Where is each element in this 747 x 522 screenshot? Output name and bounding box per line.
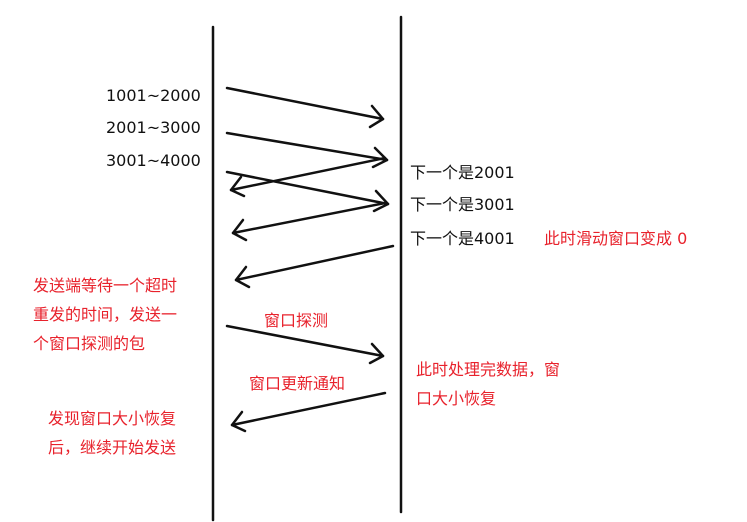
resume-note: 发现窗口大小恢复 后，继续开始发送	[48, 404, 176, 462]
ack-arrow-3	[234, 244, 395, 289]
ack-arrow-1	[229, 156, 387, 198]
ack-label-3: 下一个是4001	[410, 229, 515, 248]
segment-label-3: 3001~4000	[106, 151, 201, 170]
probe-label: 窗口探测	[264, 311, 329, 330]
segment-label-2: 2001~3000	[106, 118, 201, 137]
segment-label-1: 1001~2000	[106, 86, 201, 105]
ack-label-2: 下一个是3001	[410, 195, 515, 214]
sender-wait-note: 发送端等待一个超时 重发的时间，发送一 个窗口探测的包	[33, 271, 177, 358]
probe-arrow	[225, 324, 385, 365]
receiver-done-note: 此时处理完数据，窗 口大小恢复	[416, 355, 560, 413]
resume-note-line-2: 后，继续开始发送	[48, 438, 177, 457]
ack-arrow-2	[231, 201, 387, 242]
window-zero-note: 此时滑动窗口变成 0	[544, 229, 688, 248]
sender-wait-note-line-1: 发送端等待一个超时	[33, 276, 178, 295]
window-update-label: 窗口更新通知	[249, 374, 346, 393]
segment-arrow-3	[225, 170, 390, 213]
sender-wait-note-line-3: 个窗口探测的包	[33, 334, 146, 353]
segment-arrow-1	[225, 86, 385, 129]
sender-wait-note-line-2: 重发的时间，发送一	[33, 305, 178, 324]
receiver-done-note-line-2: 口大小恢复	[416, 389, 497, 408]
ack-label-1: 下一个是2001	[410, 163, 515, 182]
segment-arrow-2	[225, 131, 389, 169]
receiver-done-note-line-1: 此时处理完数据，窗	[416, 360, 561, 379]
resume-note-line-1: 发现窗口大小恢复	[48, 409, 177, 428]
window-update-arrow	[230, 391, 387, 433]
